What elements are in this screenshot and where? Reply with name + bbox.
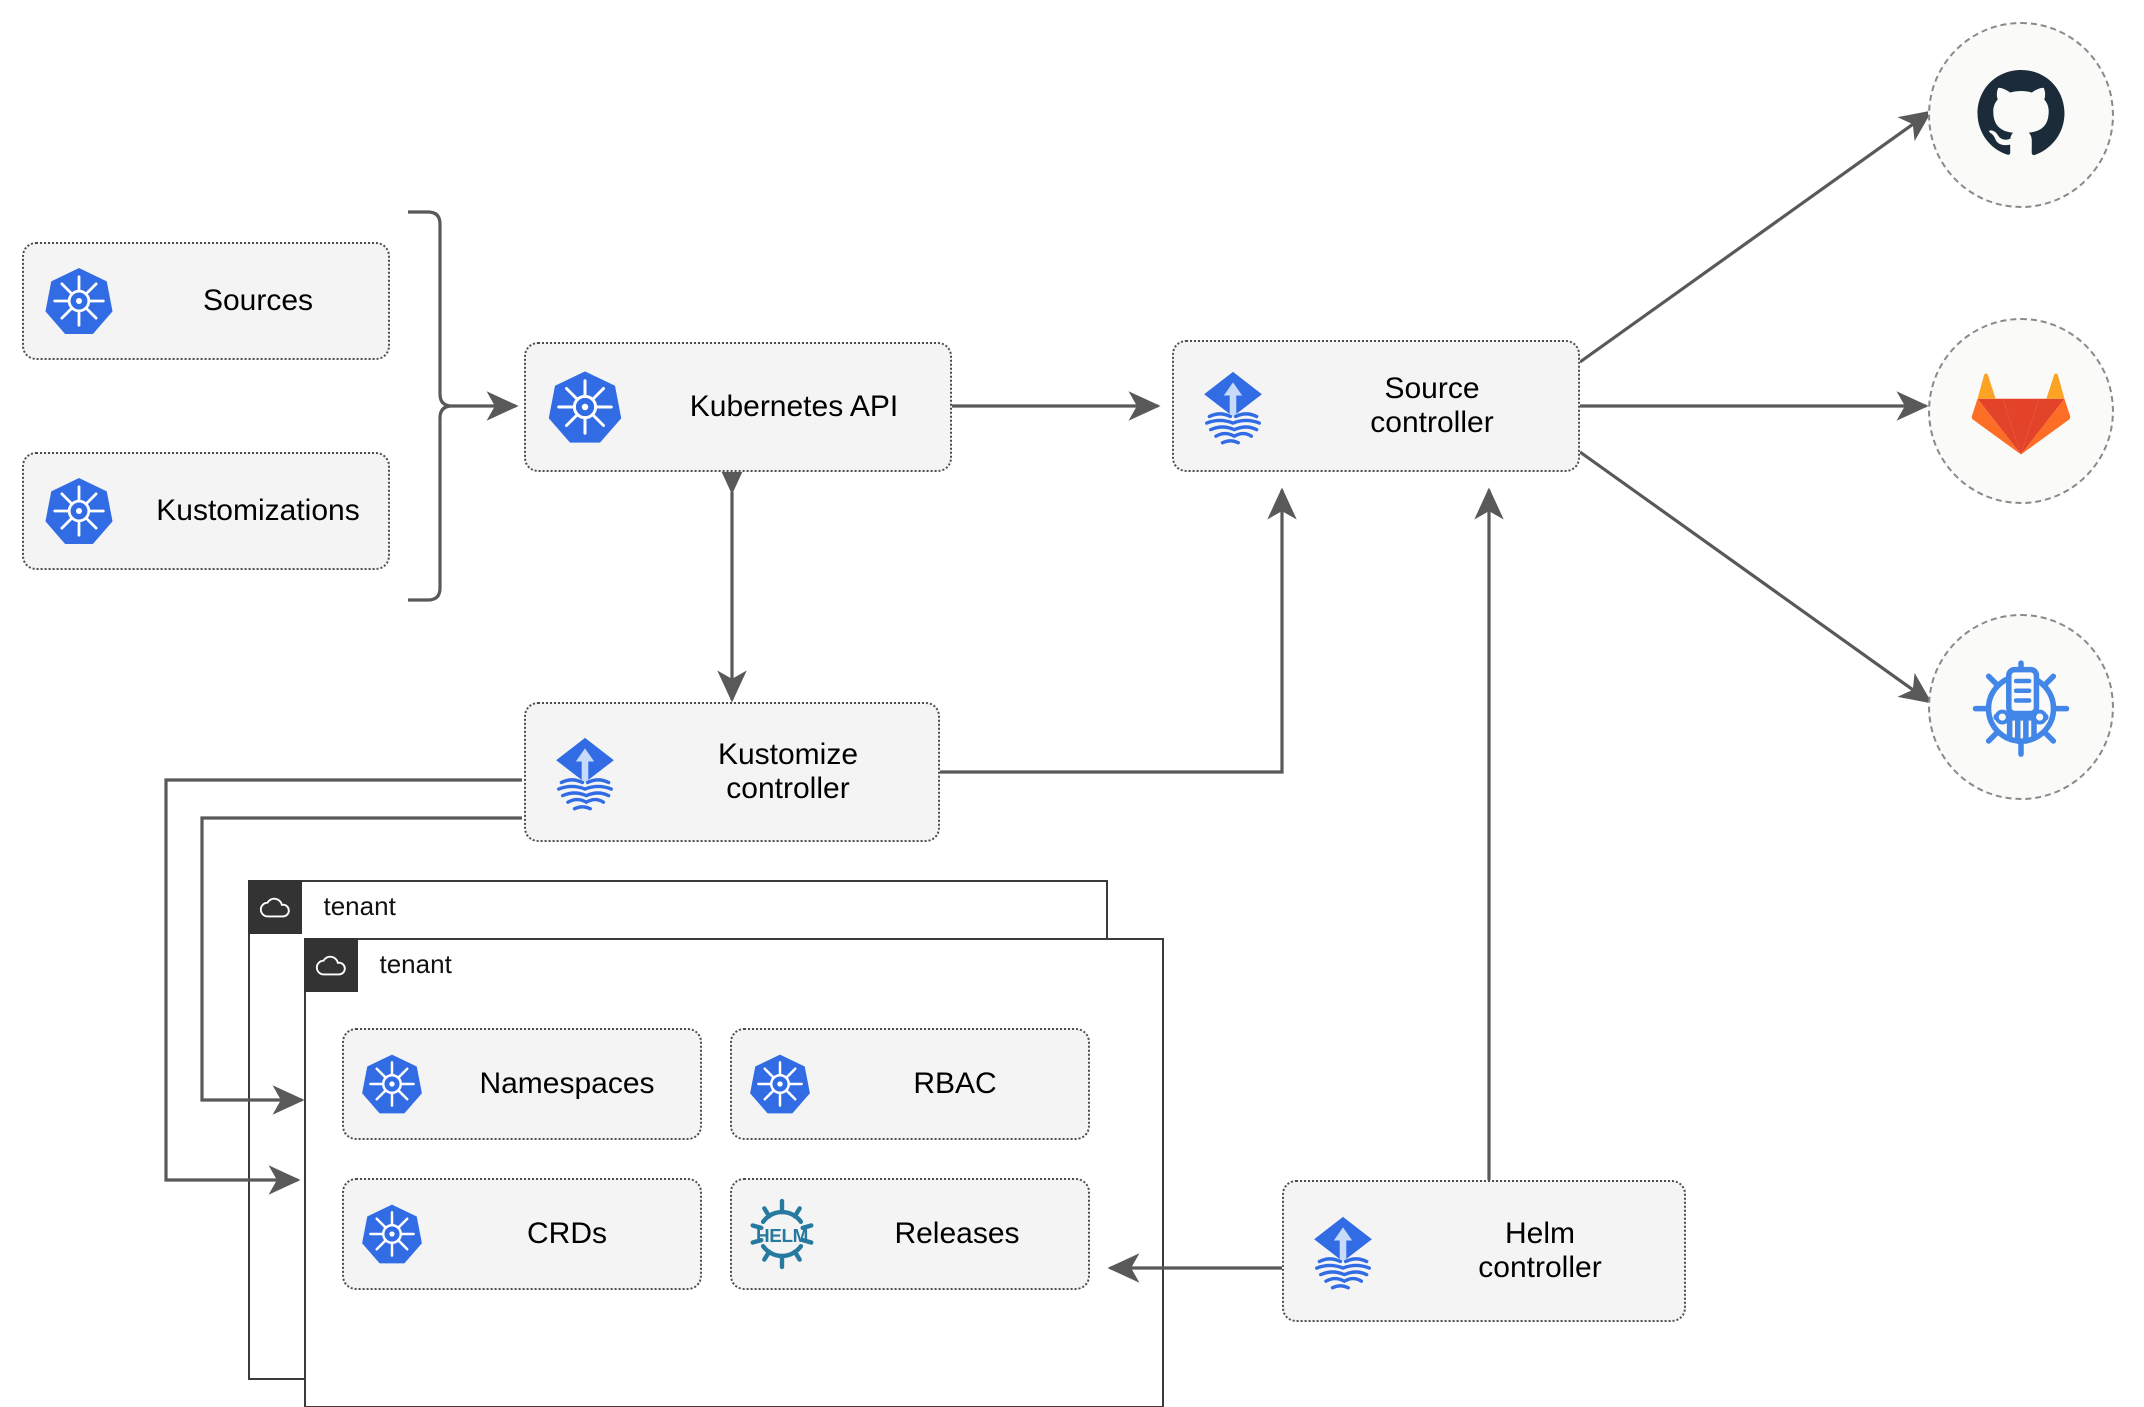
node-label: Helm controller [1478, 1216, 1602, 1285]
tenant-label: tenant [379, 949, 452, 980]
arrow-source-to-harbor [1579, 450, 1933, 704]
tenant-titlebar: tenant [303, 937, 452, 992]
kubernetes-icon [24, 264, 134, 338]
arrow-kustomize-to-source [940, 487, 1297, 774]
node-kustomize-controller[interactable]: Kustomize controller [524, 702, 940, 842]
gitlab-icon [1971, 373, 2071, 455]
node-label: Kustomize controller [717, 737, 859, 806]
registry-harbor[interactable] [1928, 614, 2114, 800]
cloud-icon [303, 937, 358, 992]
resource-label: Sources [202, 283, 314, 317]
tenant-resource-label: CRDs [527, 1216, 607, 1250]
arrow-kustomize-to-tenant-back [164, 778, 522, 1195]
registry-gitlab[interactable] [1928, 318, 2114, 504]
node-kubernetes-api[interactable]: Kubernetes API [524, 342, 952, 472]
arrow-kustomize-to-tenant-front [200, 816, 522, 1115]
tenant-resource-rbac[interactable]: RBAC [730, 1028, 1090, 1140]
resource-sources[interactable]: Sources [22, 242, 390, 360]
kubernetes-icon [344, 1051, 440, 1117]
svg-text:HELM: HELM [756, 1226, 808, 1247]
tenant-window-front[interactable]: tenant [303, 937, 1164, 1407]
tenant-resource-label: Namespaces [479, 1066, 655, 1100]
tenant-resource-crds[interactable]: CRDs [342, 1178, 702, 1290]
resource-label: Kustomizations [156, 493, 360, 527]
flux-icon [1174, 364, 1292, 448]
node-label: Kubernetes API [689, 389, 899, 423]
github-icon [1977, 69, 2065, 156]
helm-icon: HELM [732, 1195, 832, 1273]
node-label: Source controller [1370, 371, 1494, 440]
kubernetes-icon [526, 367, 644, 447]
tenant-resource-label: Releases [894, 1216, 1020, 1250]
tenant-resource-label: RBAC [913, 1066, 997, 1100]
resource-kustomizations[interactable]: Kustomizations [22, 452, 390, 570]
tenant-resource-releases[interactable]: HELM Releases [730, 1178, 1090, 1290]
tenant-titlebar: tenant [247, 879, 396, 934]
node-helm-controller[interactable]: Helm controller [1282, 1180, 1686, 1322]
harbor-icon [1972, 660, 2070, 757]
flux-icon [526, 730, 644, 814]
tenant-resource-namespaces[interactable]: Namespaces [342, 1028, 702, 1140]
tenant-label: tenant [323, 891, 396, 922]
kubernetes-icon [344, 1201, 440, 1267]
kubernetes-icon [24, 474, 134, 548]
cloud-icon [247, 879, 302, 934]
arrow-source-to-github [1579, 110, 1933, 364]
registry-github[interactable] [1928, 22, 2114, 208]
node-source-controller[interactable]: Source controller [1172, 340, 1580, 472]
flux-icon [1284, 1209, 1402, 1293]
kubernetes-icon [732, 1051, 828, 1117]
group-bracket [408, 210, 453, 602]
